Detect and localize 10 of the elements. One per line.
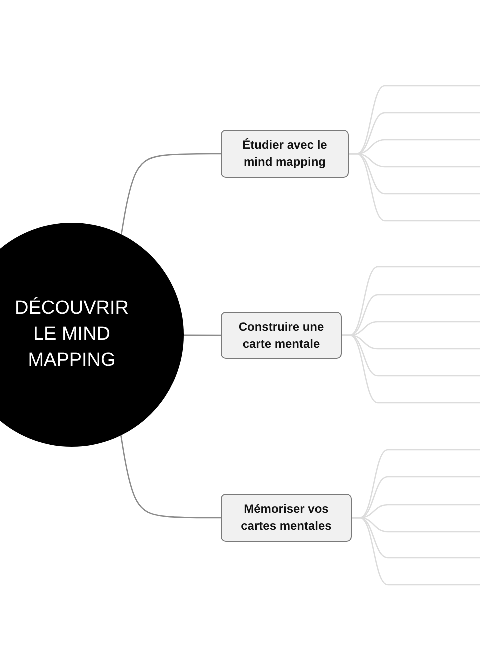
topic-box: [221, 130, 349, 178]
central-topic-text: DÉCOUVRIR LE MIND MAPPING: [14, 296, 130, 373]
topic-text: Étudier avec le mind mapping: [242, 137, 328, 171]
topic-box: [221, 494, 352, 542]
topic-text: Mémoriser vos cartes mentales: [240, 501, 333, 535]
topic-box: [221, 312, 342, 359]
connector-line: [120, 436, 221, 519]
topic-text: Construire une carte mentale: [238, 318, 326, 352]
connector-line: [184, 334, 221, 336]
connector-line: [120, 153, 221, 235]
